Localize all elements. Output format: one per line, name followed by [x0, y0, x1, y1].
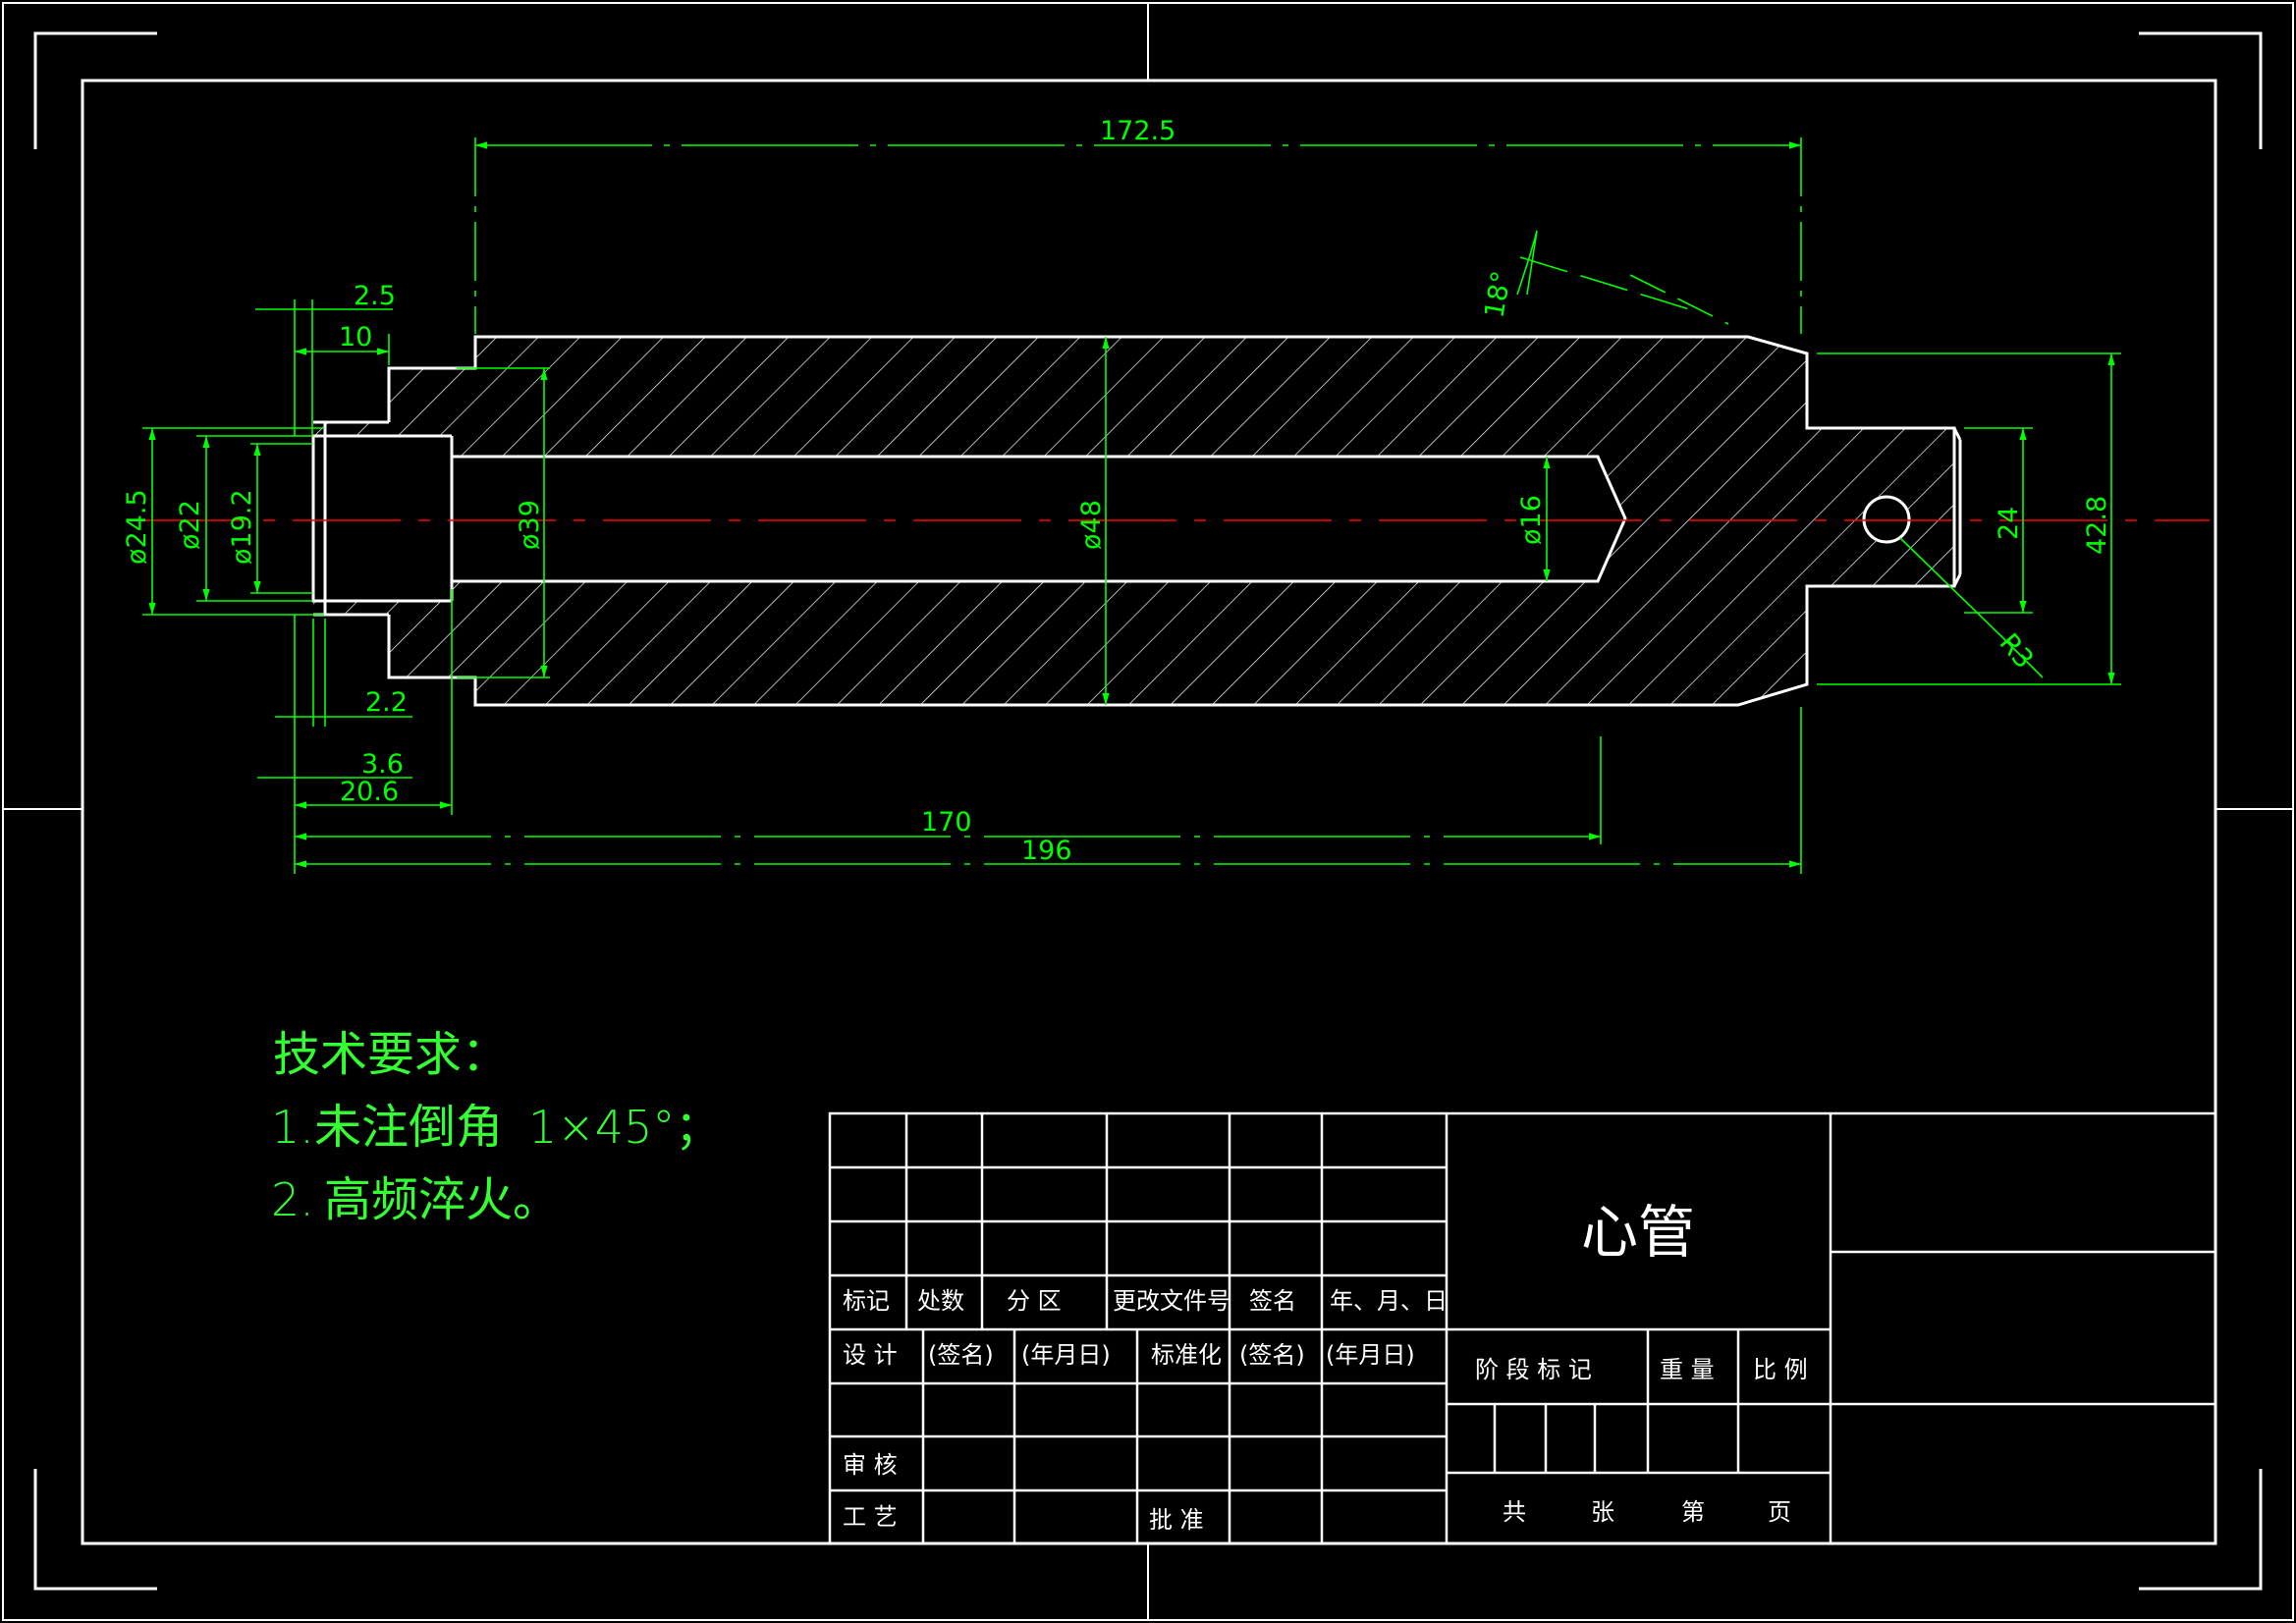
dim-phi-22: ø22 [175, 500, 205, 550]
dim-24: 24 [1994, 507, 2024, 540]
dim-10: 10 [339, 322, 372, 352]
dim-2-2: 2.2 [365, 687, 408, 718]
rev-header-sign: 签名 [1249, 1287, 1296, 1315]
label-total: 共 [1503, 1498, 1526, 1526]
label-date: (年月日) [1021, 1341, 1111, 1369]
label-process: 工 艺 [843, 1503, 898, 1531]
rev-header-mark: 标记 [843, 1287, 890, 1315]
tech-item1-text: 未注倒角 [314, 1100, 503, 1155]
tech-item2-num: 2. [271, 1173, 314, 1226]
tech-requirements: 技术要求： 1. 未注倒角 1×45°； 2. 高频淬火。 [271, 1027, 720, 1227]
rev-header-date: 年、月、日 [1330, 1287, 1448, 1315]
tech-item1-value: 1×45°； [528, 1101, 720, 1154]
tech-item2-text: 高频淬火。 [324, 1172, 560, 1227]
rev-header-zone: 分 区 [1007, 1287, 1062, 1315]
rev-header-docno: 更改文件号 [1113, 1287, 1230, 1315]
label-review: 审 核 [843, 1451, 898, 1479]
dim-18-deg: 18° [1479, 269, 1517, 321]
dim-170: 170 [921, 807, 972, 838]
label-sheets: 张 [1591, 1498, 1614, 1526]
dim-2-5: 2.5 [354, 281, 396, 311]
label-design: 设 计 [843, 1341, 898, 1369]
part-section [313, 337, 1954, 705]
dim-phi-39: ø39 [515, 500, 545, 550]
label-page: 页 [1768, 1498, 1791, 1526]
tech-item1-num: 1. [271, 1101, 314, 1154]
dim-phi-24-5: ø24.5 [122, 489, 152, 565]
label-ordinal: 第 [1681, 1498, 1705, 1526]
dim-phi-48: ø48 [1076, 500, 1107, 550]
label-stage-mark: 阶 段 标 记 [1475, 1356, 1592, 1383]
dim-phi-19-2: ø19.2 [227, 489, 257, 565]
label-standardize: 标准化 [1151, 1341, 1222, 1369]
part-outline [311, 335, 1962, 707]
label-scale: 比 例 [1753, 1356, 1808, 1383]
title-block [828, 1111, 2217, 1545]
dim-20-6: 20.6 [340, 777, 399, 807]
tech-title: 技术要求： [273, 1027, 509, 1082]
dim-42-8: 42.8 [2082, 496, 2112, 555]
dim-196: 196 [1021, 836, 1072, 866]
dim-3-6: 3.6 [361, 749, 404, 780]
dim-phi-16: ø16 [1516, 495, 1547, 545]
part-name: 心管 [1581, 1199, 1695, 1266]
label-approve: 批 准 [1149, 1506, 1204, 1534]
label-sign-2: (签名) [1239, 1341, 1305, 1369]
label-weight: 重 量 [1660, 1356, 1715, 1383]
dim-172-5: 172.5 [1100, 116, 1175, 146]
rev-header-count: 处数 [917, 1287, 964, 1315]
dimension-lines [142, 137, 2121, 874]
pin-hole [1862, 495, 1911, 544]
label-date-2: (年月日) [1326, 1341, 1415, 1369]
label-sign: (签名) [928, 1341, 994, 1369]
